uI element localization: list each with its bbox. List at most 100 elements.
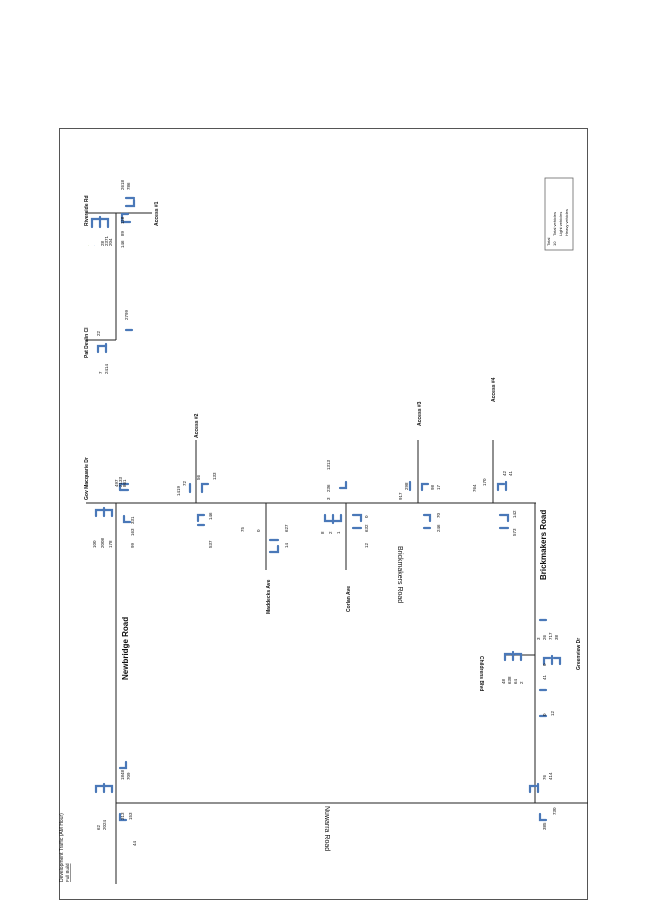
vol-children-b0: 0 xyxy=(542,663,547,666)
vol-corlan-c1: 632 xyxy=(364,524,369,532)
vol-access4-a0: 42 xyxy=(502,470,507,476)
vol-children-b1: 41 xyxy=(542,674,547,680)
legend-sample: 10 xyxy=(552,241,557,246)
arrow-greenview-3 xyxy=(552,656,562,666)
legend-item-1: Light vehicles xyxy=(558,212,563,236)
movement-arrows xyxy=(90,196,562,822)
road-label-gov-macquarie: Gov Macquarie Dr xyxy=(84,457,90,500)
vol-greenview-a0: 3 xyxy=(536,637,541,640)
arrow-riverside-3 xyxy=(98,217,110,229)
road-label-newbridge: Newbridge Road xyxy=(121,617,130,680)
vol-access2-0: 56 xyxy=(196,474,201,480)
vol-gov-b2: 861 xyxy=(122,479,127,487)
road-label-access3: Access #3 xyxy=(417,401,423,426)
vol-access4-a1: 41 xyxy=(508,470,513,476)
arrow-children-3 xyxy=(513,652,523,662)
vol-corlan-b1: 236 xyxy=(326,484,331,492)
arrow-children-1 xyxy=(503,652,513,662)
vol-gov-c2: 331 xyxy=(130,516,135,524)
arrow-maddecks-3 xyxy=(268,544,280,554)
vol-riverside-c0: 2618 xyxy=(120,179,125,190)
legend-item-0: Total vehicles xyxy=(552,212,557,236)
vol-access4-b0: 764 xyxy=(472,484,477,492)
arrow-corlan-1 xyxy=(323,513,335,523)
legend-box xyxy=(544,177,574,251)
vol-access3-b1: 17 xyxy=(436,484,441,490)
vol-nuwarra-b0: 313 xyxy=(120,812,125,820)
arrow-riverside-1 xyxy=(90,217,102,229)
arrow-gov-6 xyxy=(122,514,132,524)
vol-riverside-a0: 28 xyxy=(100,240,105,246)
road-label-brickmakers: Brickmakers Road xyxy=(539,510,548,580)
vol-nuwarra-c0: 62 xyxy=(96,824,101,830)
vol-corlan-a1: 2 xyxy=(328,531,333,534)
vol-access4-b1: 170 xyxy=(482,478,487,486)
vol-corlan-c0: 0 xyxy=(364,515,369,518)
vol-children-a2: 64 xyxy=(513,678,518,684)
vol-nuwarra-a1: 709 xyxy=(126,772,131,780)
vol-children-a0: 48 xyxy=(501,678,506,684)
vol-patdevlin-a0: 7 xyxy=(98,371,103,374)
arrow-patdevlin-1 xyxy=(96,344,108,354)
road-label-corlan: Corlan Ave xyxy=(346,586,352,612)
vol-gov-a2: 178 xyxy=(108,540,113,548)
road-label-access1: Access #1 xyxy=(154,201,160,226)
vol-nuwarra-d0: 44 xyxy=(132,840,137,846)
legend: Total 10 Total vehicles Light vehicles H… xyxy=(544,177,574,251)
vol-greenview-a1: 26 xyxy=(542,634,547,640)
vol-corlan-a2: 1 xyxy=(336,531,341,534)
vol-access3-c0: 70 xyxy=(436,512,441,518)
vol-riverside-c1: 786 xyxy=(126,182,131,190)
arrow-nuwarra-5 xyxy=(118,812,128,822)
vol-maddecks-a1: 146 xyxy=(208,512,213,520)
vol-access3-a1: 298 xyxy=(404,482,409,490)
vol-maddecks-b1: 0 xyxy=(256,529,261,532)
vol-nuwarra-f0: 385 xyxy=(542,822,547,830)
arrow-access4-3 xyxy=(498,513,510,523)
vol-riverside-a1: 2371 xyxy=(104,235,109,246)
vol-children-b2: 0 xyxy=(542,713,547,716)
vol-access4-c0: 142 xyxy=(512,510,517,518)
vol-corlan-b2: 3 xyxy=(326,497,331,500)
vol-nuwarra-b1: 153 xyxy=(128,812,133,820)
arrow-greenview-1 xyxy=(542,656,552,666)
arrow-access4-1 xyxy=(496,482,506,492)
vol-maddecks-a0: 537 xyxy=(208,540,213,548)
vol-greenview-a3: 38 xyxy=(554,634,559,640)
vol-nuwarra-a0: 1848 xyxy=(120,769,125,780)
vol-corlan-b0: 1313 xyxy=(326,459,331,470)
arrow-nuwarra-8 xyxy=(538,812,548,822)
vol-nuwarra-e0: 76 xyxy=(542,774,547,780)
road-label-access4: Access #4 xyxy=(491,377,497,402)
vol-riverside-b2: 118 xyxy=(120,216,125,224)
road-network xyxy=(86,212,588,884)
arrow-riverside-4 xyxy=(120,212,130,224)
arrow-maddecks-1 xyxy=(196,513,206,523)
road-label-brickmakers-lower: Brickmakers Road xyxy=(396,546,403,603)
road-label-maddecks: Maddecks Ave xyxy=(266,579,272,614)
vol-patdevlin-a1: 2414 xyxy=(104,363,109,374)
volume-labels: 28 2371 204 146 89 118 2618 786 7 2414 2… xyxy=(92,179,559,846)
diagram-subtitle: Full Build xyxy=(65,863,70,882)
vol-greenview-a2: 717 xyxy=(548,632,553,640)
road-label-childrens: Childrens Blvd xyxy=(478,656,484,691)
vol-corlan-c2: 12 xyxy=(364,542,369,548)
arrow-access2-1 xyxy=(200,482,210,494)
vol-gov-d1: 72 xyxy=(182,480,187,486)
road-label-pat-devlin: Pat Devlin Cl xyxy=(84,327,90,358)
arrow-nuwarra-4 xyxy=(118,760,128,770)
road-label-nuwarra: Nuwarra Road xyxy=(323,806,330,851)
road-label-access2: Access #2 xyxy=(194,413,200,438)
vol-nuwarra-c1: 2024 xyxy=(102,819,107,830)
vol-patdevlin-b0: 22 xyxy=(96,330,101,336)
vol-children-b3: 12 xyxy=(550,710,555,716)
vol-maddecks-c0: 14 xyxy=(284,542,289,548)
vol-gov-a1: 2008 xyxy=(100,537,105,548)
road-label-greenview: Greenview Dr xyxy=(576,638,582,670)
legend-item-2: Heavy vehicles xyxy=(564,209,569,236)
vol-riverside-b0: 146 xyxy=(120,240,125,248)
vol-access3-a0: 917 xyxy=(398,492,403,500)
light-heavy-labels: · · xyxy=(86,245,97,246)
